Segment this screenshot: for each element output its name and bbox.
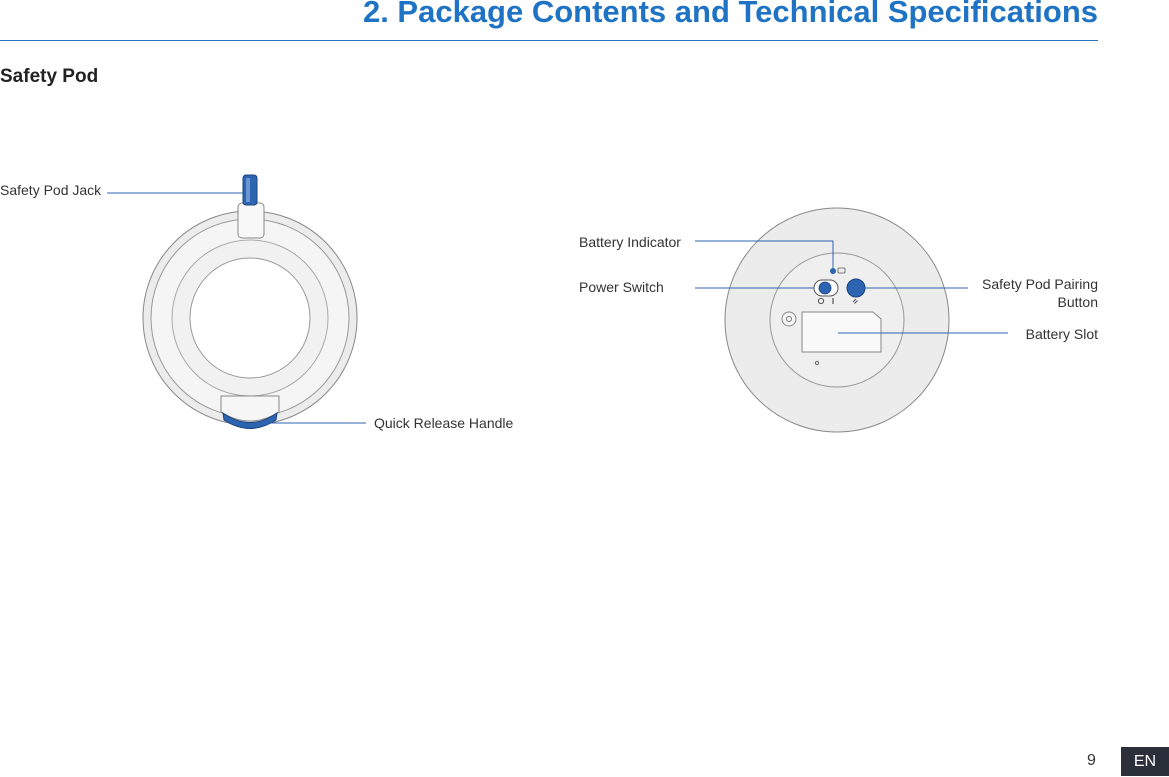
pod-face [189, 257, 311, 379]
indicator-leader-line [695, 240, 834, 268]
power-switch-knob [818, 281, 832, 295]
page-title: 2. Package Contents and Technical Specif… [362, 0, 1098, 29]
link-icon [852, 298, 858, 304]
safety-pod-front-view [107, 174, 366, 429]
jack-highlight [246, 178, 250, 202]
title-divider [0, 40, 1098, 41]
page-number: 9 [1087, 752, 1096, 769]
callout-pairing-button-line2: Button [1057, 294, 1098, 310]
callout-battery-slot: Battery Slot [1025, 326, 1098, 342]
callout-quick-release-handle: Quick Release Handle [374, 415, 514, 431]
callout-power-switch: Power Switch [579, 279, 664, 295]
battery-indicator-led [830, 268, 836, 274]
battery-slot [801, 311, 882, 353]
callout-battery-indicator: Battery Indicator [579, 234, 681, 250]
screw-icon [781, 311, 797, 327]
language-tab: EN [1121, 747, 1169, 776]
battery-icon [837, 267, 846, 274]
safety-pod-back-view [695, 207, 1008, 433]
off-mark-icon [817, 297, 825, 305]
callout-safety-pod-jack: Safety Pod Jack [0, 182, 102, 198]
slot-mark [814, 360, 820, 366]
quick-release-handle [222, 411, 278, 429]
section-title: Safety Pod [0, 66, 99, 87]
pairing-button [846, 278, 866, 298]
jack-housing [237, 202, 265, 239]
callout-pairing-button-line1: Safety Pod Pairing [982, 276, 1098, 292]
